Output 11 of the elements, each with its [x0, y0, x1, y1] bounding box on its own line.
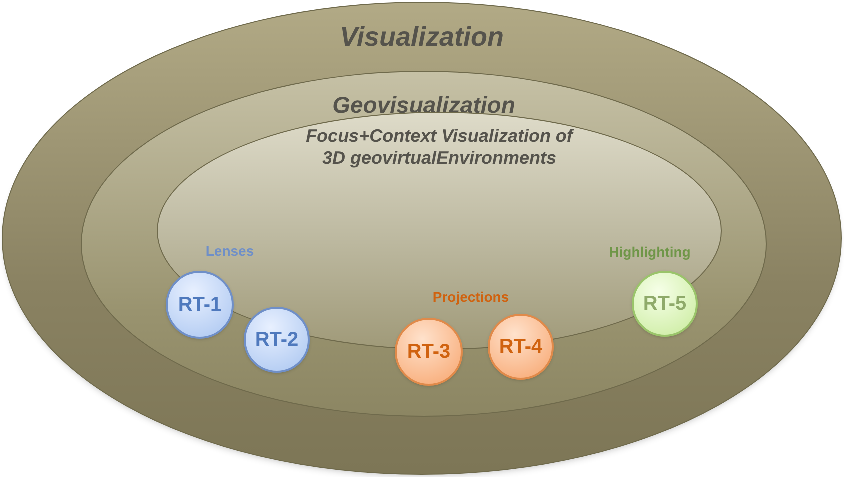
circle-label: RT-1 — [178, 293, 222, 318]
region-title: Geovisualization — [332, 91, 516, 120]
region-title: Visualization — [338, 21, 506, 54]
group-label: Highlighting — [608, 243, 692, 262]
circle-label: RT-5 — [643, 292, 687, 317]
region-title: Focus+Context Visualization of 3D geovirtualEnvironments — [305, 125, 576, 169]
circle-label: RT-4 — [499, 335, 543, 360]
circle-label: RT-2 — [255, 328, 299, 353]
group-label: Projections — [432, 288, 510, 307]
circle-label: RT-3 — [407, 340, 451, 365]
group-label: Lenses — [204, 242, 256, 261]
